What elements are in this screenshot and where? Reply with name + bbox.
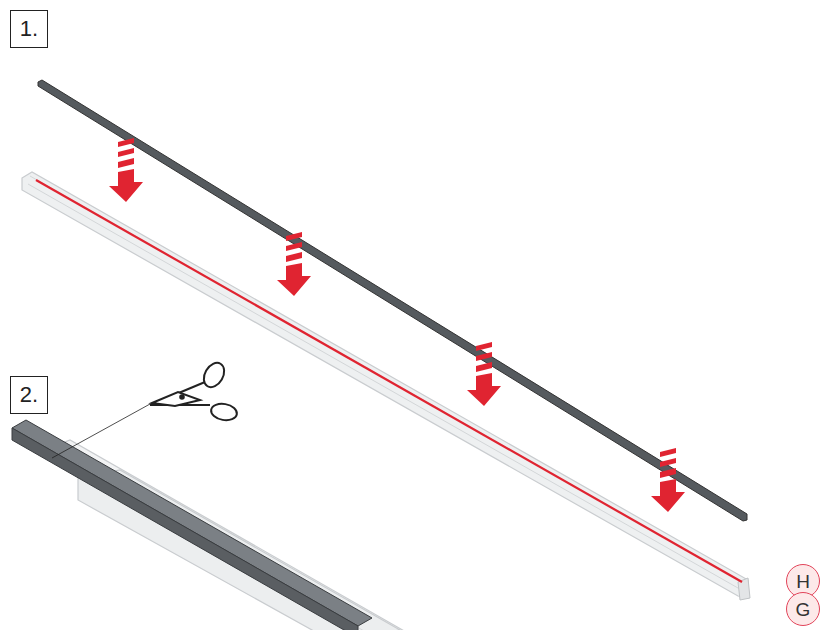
callout-circle: G bbox=[786, 592, 820, 626]
seal-strip bbox=[38, 80, 747, 521]
scissors-icon bbox=[150, 359, 238, 422]
seal-strip bbox=[12, 428, 358, 630]
step-number-box: 2. bbox=[10, 376, 48, 414]
callout-letter: G bbox=[796, 600, 811, 619]
cut-line bbox=[52, 404, 150, 458]
step-number: 1. bbox=[20, 18, 38, 40]
step-number-box: 1. bbox=[10, 10, 48, 48]
callout-letter: H bbox=[796, 572, 810, 591]
profile-rail bbox=[22, 172, 748, 598]
step-number: 2. bbox=[20, 384, 38, 406]
